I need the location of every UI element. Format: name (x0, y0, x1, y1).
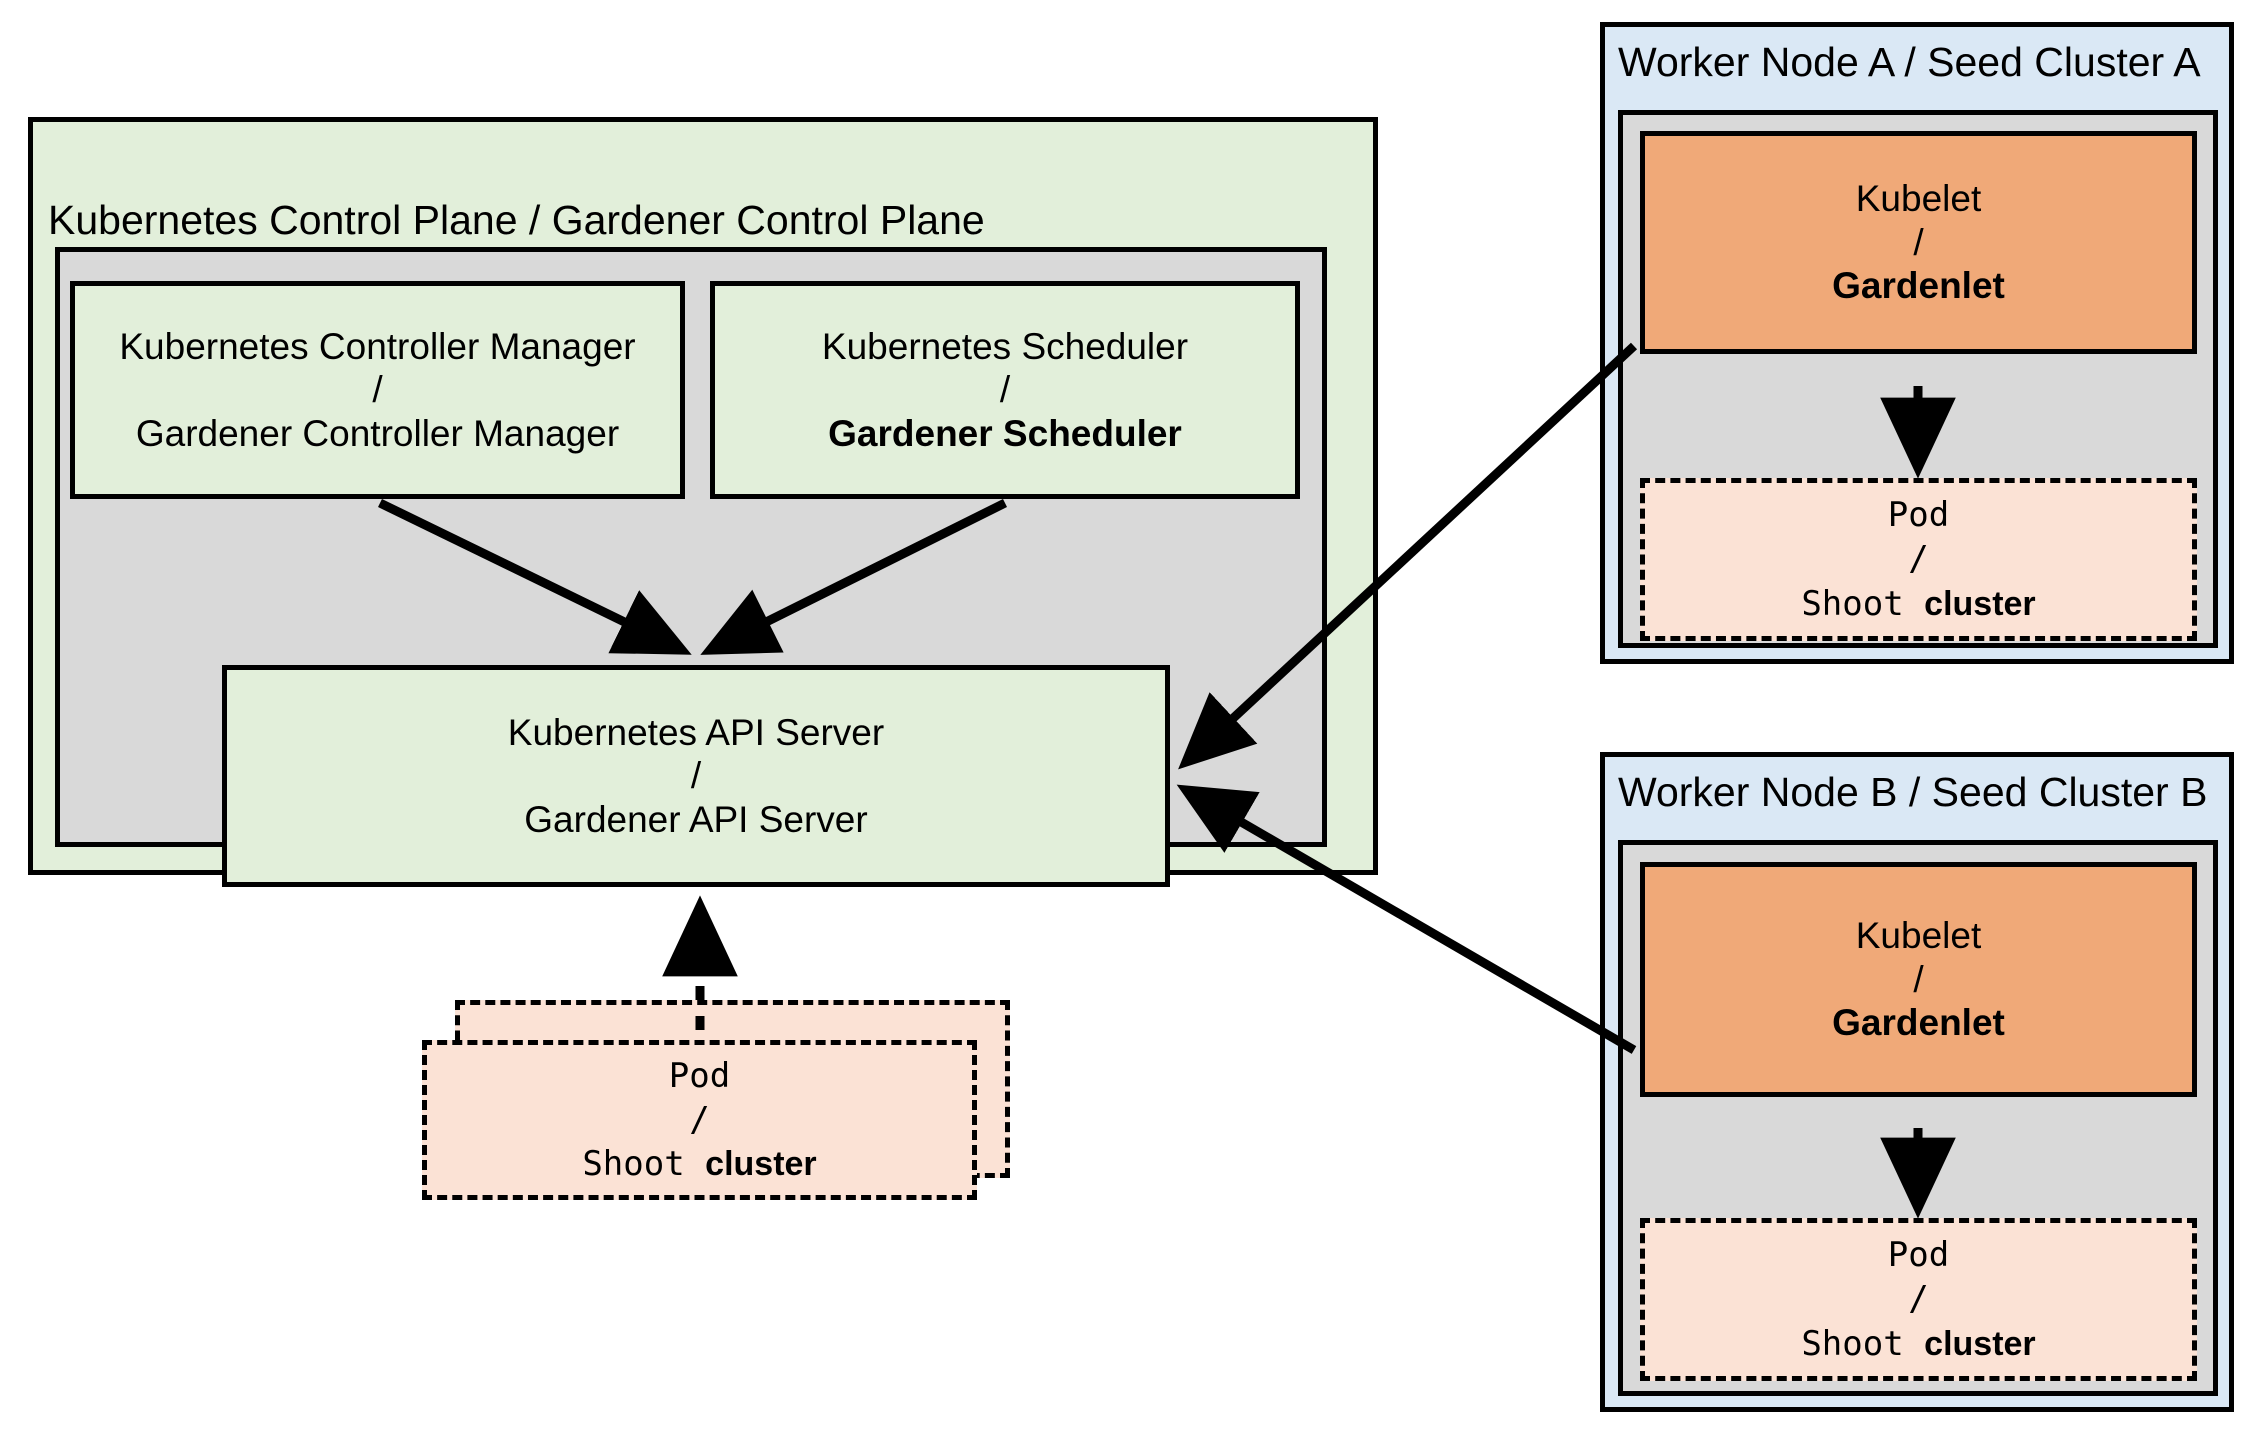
cm-line-1: Kubernetes Controller Manager (119, 325, 636, 367)
control-plane-pod-label: Pod / Shoot cluster (582, 1054, 816, 1187)
worker-b-pod-label: Pod / Shoot cluster (1801, 1233, 2035, 1366)
wb-kubelet-line-1: Kubelet (1855, 915, 1982, 957)
cm-line-2: / (372, 369, 383, 411)
wa-pod-shoot: Shoot (1801, 583, 1925, 624)
worker-node-a-title: Worker Node A / Seed Cluster A (1618, 39, 2201, 85)
wb-pod-cluster: cluster (1924, 1324, 2036, 1363)
wa-pod-cluster: cluster (1924, 584, 2036, 623)
cp-pod-line-2: / (689, 1099, 710, 1140)
control-plane-pod-box[interactable]: Pod / Shoot cluster (422, 1040, 977, 1200)
api-line-2: / (690, 755, 702, 797)
wa-kubelet-line-1: Kubelet (1855, 178, 1982, 220)
worker-a-pod-label: Pod / Shoot cluster (1801, 493, 2035, 626)
wb-pod-line-2: / (1908, 1279, 1929, 1320)
kubernetes-controller-manager-box[interactable]: Kubernetes Controller Manager / Gardener… (70, 281, 685, 499)
control-plane-title: Kubernetes Control Plane / Gardener Cont… (48, 197, 985, 243)
worker-b-kubelet-label: Kubelet / Gardenlet (1832, 914, 2005, 1045)
worker-a-kubelet-label: Kubelet / Gardenlet (1832, 177, 2005, 308)
kubernetes-api-server-box[interactable]: Kubernetes API Server / Gardener API Ser… (222, 665, 1170, 887)
sched-line-2: / (999, 369, 1011, 411)
worker-node-b-kubelet-box[interactable]: Kubelet / Gardenlet (1640, 862, 2197, 1097)
sched-line-3: Gardener Scheduler (828, 412, 1182, 454)
wa-kubelet-line-2: / (1913, 221, 1924, 263)
wa-pod-line-2: / (1908, 539, 1929, 580)
worker-node-b-title: Worker Node B / Seed Cluster B (1618, 769, 2208, 815)
api-line-3: Gardener API Server (524, 798, 868, 840)
cm-line-3: Gardener Controller Manager (135, 412, 620, 454)
cp-pod-cluster: cluster (705, 1145, 817, 1184)
wb-pod-line-3: Shoot cluster (1801, 1322, 2035, 1366)
cp-pod-line-3: Shoot cluster (582, 1142, 816, 1186)
api-server-label: Kubernetes API Server / Gardener API Ser… (508, 711, 884, 842)
worker-node-a-kubelet-box[interactable]: Kubelet / Gardenlet (1640, 131, 2197, 354)
cp-pod-shoot: Shoot (582, 1144, 706, 1185)
wa-kubelet-line-3: Gardenlet (1832, 265, 2005, 307)
api-line-1: Kubernetes API Server (507, 711, 885, 753)
wa-pod-line-3: Shoot cluster (1801, 582, 2035, 626)
worker-node-a-pod-box[interactable]: Pod / Shoot cluster (1640, 478, 2197, 641)
kubernetes-scheduler-box[interactable]: Kubernetes Scheduler / Gardener Schedule… (710, 281, 1300, 499)
wb-pod-line-1: Pod (1887, 1235, 1950, 1276)
wb-kubelet-line-3: Gardenlet (1832, 1002, 2005, 1044)
sched-line-1: Kubernetes Scheduler (821, 325, 1189, 367)
cp-pod-line-1: Pod (668, 1055, 731, 1096)
scheduler-label: Kubernetes Scheduler / Gardener Schedule… (822, 325, 1188, 456)
wa-pod-line-1: Pod (1887, 495, 1950, 536)
wb-pod-shoot: Shoot (1801, 1323, 1925, 1364)
wb-kubelet-line-2: / (1913, 958, 1924, 1000)
controller-manager-label: Kubernetes Controller Manager / Gardener… (119, 325, 635, 456)
worker-node-b-pod-box[interactable]: Pod / Shoot cluster (1640, 1218, 2197, 1381)
